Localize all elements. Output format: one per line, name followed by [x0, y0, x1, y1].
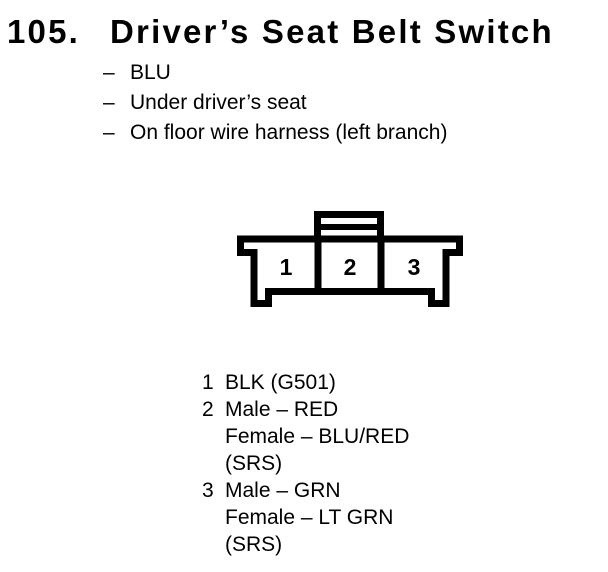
wire-color-line: Male – GRN	[225, 479, 341, 502]
wire-color-line: Female – LT GRN	[225, 506, 394, 529]
pin-wire-info: Male – RED Female – BLU/RED (SRS)	[225, 396, 409, 477]
connector-details: –BLU –Under driver’s seat –On floor wire…	[103, 58, 447, 148]
wire-color-line: Male – RED	[225, 398, 339, 421]
pin-number: 2	[202, 398, 214, 421]
connector-body-outline	[237, 235, 463, 307]
dash-bullet: –	[103, 121, 115, 144]
detail-text: On floor wire harness (left branch)	[130, 121, 448, 144]
detail-line-location: –Under driver’s seat	[103, 88, 447, 118]
pin-wire-info: BLK (G501)	[225, 369, 336, 396]
legend-entry-pin1: 1 BLK (G501)	[202, 369, 409, 396]
legend-entry-pin3: 3 Male – GRN Female – LT GRN (SRS)	[202, 477, 409, 558]
detail-text: Under driver’s seat	[130, 91, 307, 114]
pin-number: 3	[202, 479, 214, 502]
detail-line-color: –BLU	[103, 58, 447, 88]
wire-color-line: (SRS)	[225, 452, 283, 475]
pin-number: 1	[202, 371, 214, 394]
pin-wire-info: Male – GRN Female – LT GRN (SRS)	[225, 477, 393, 558]
wire-color-line: BLK (G501)	[225, 371, 336, 394]
pin-legend: 1 BLK (G501) 2 Male – RED Female – BLU/R…	[202, 369, 409, 558]
dash-bullet: –	[103, 61, 115, 84]
title-text: Driver’s Seat Belt Switch	[110, 13, 554, 50]
cavity-number-1: 1	[280, 254, 293, 280]
page-title: 105. Driver’s Seat Belt Switch	[7, 13, 554, 50]
legend-entry-pin2: 2 Male – RED Female – BLU/RED (SRS)	[202, 396, 409, 477]
item-number: 105.	[7, 13, 81, 50]
cavity-number-3: 3	[408, 254, 421, 280]
cavity-number-2: 2	[344, 254, 357, 280]
detail-line-harness: –On floor wire harness (left branch)	[103, 118, 447, 148]
wire-color-line: Female – BLU/RED	[225, 425, 410, 448]
dash-bullet: –	[103, 91, 115, 114]
wire-color-line: (SRS)	[225, 533, 283, 556]
detail-text: BLU	[130, 61, 171, 84]
